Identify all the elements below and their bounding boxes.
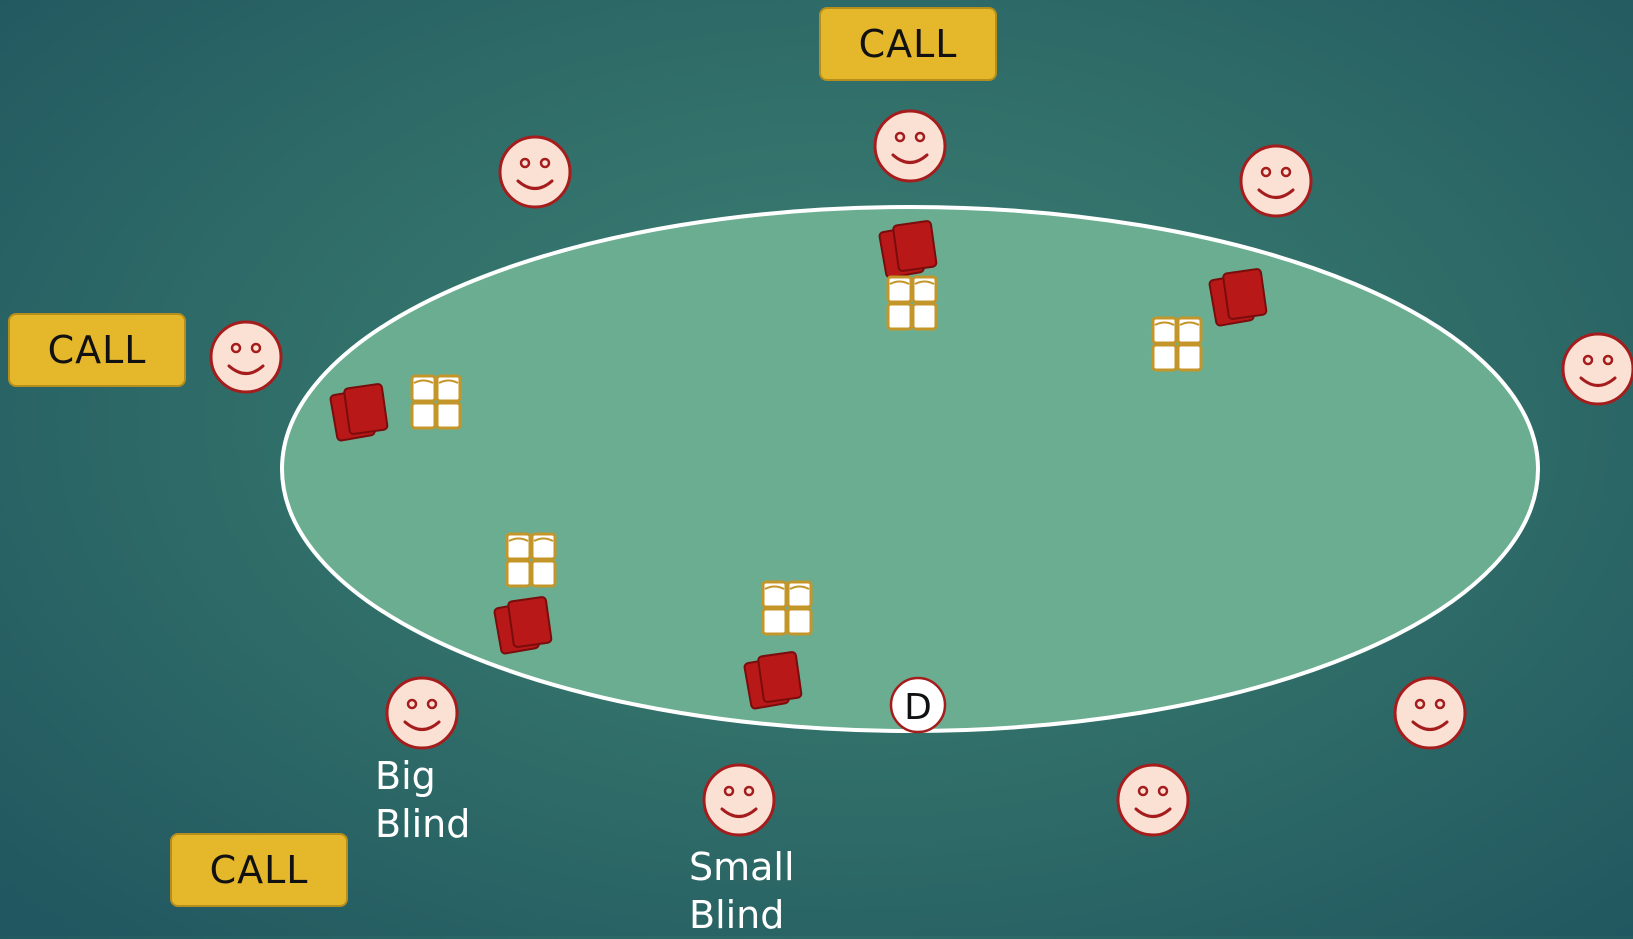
- big-blind-label: Big Blind: [375, 752, 470, 848]
- player-big-blind-smiley-face-icon[interactable]: [385, 676, 459, 750]
- call-button-left[interactable]: CALL: [8, 313, 186, 387]
- call-button-label: CALL: [47, 328, 147, 372]
- player-4-smiley-face-icon[interactable]: [209, 320, 283, 394]
- small-blind-label: Small Blind: [689, 843, 795, 939]
- player-small-blind-smiley-face-icon[interactable]: [702, 763, 776, 837]
- call-button-top[interactable]: CALL: [819, 7, 997, 81]
- small-blind-label-line-1: Small: [689, 845, 795, 889]
- call-button-bottom[interactable]: CALL: [170, 833, 348, 907]
- small-blind-label-line-2: Blind: [689, 893, 785, 937]
- player-1-smiley-face-icon[interactable]: [498, 135, 572, 209]
- dealer-button-label: D: [904, 687, 932, 728]
- player-8-smiley-face-icon[interactable]: [1116, 763, 1190, 837]
- player-3-smiley-face-icon[interactable]: [1239, 144, 1313, 218]
- dealer-button-icon: D: [889, 676, 947, 734]
- big-blind-label-line-2: Blind: [375, 802, 471, 846]
- player-2-smiley-face-icon[interactable]: [873, 109, 947, 183]
- call-button-label: CALL: [858, 22, 958, 66]
- player-5-smiley-face-icon[interactable]: [1561, 332, 1633, 406]
- big-blind-label-line-1: Big: [375, 754, 436, 798]
- player-9-smiley-face-icon[interactable]: [1393, 676, 1467, 750]
- call-button-label: CALL: [209, 848, 309, 892]
